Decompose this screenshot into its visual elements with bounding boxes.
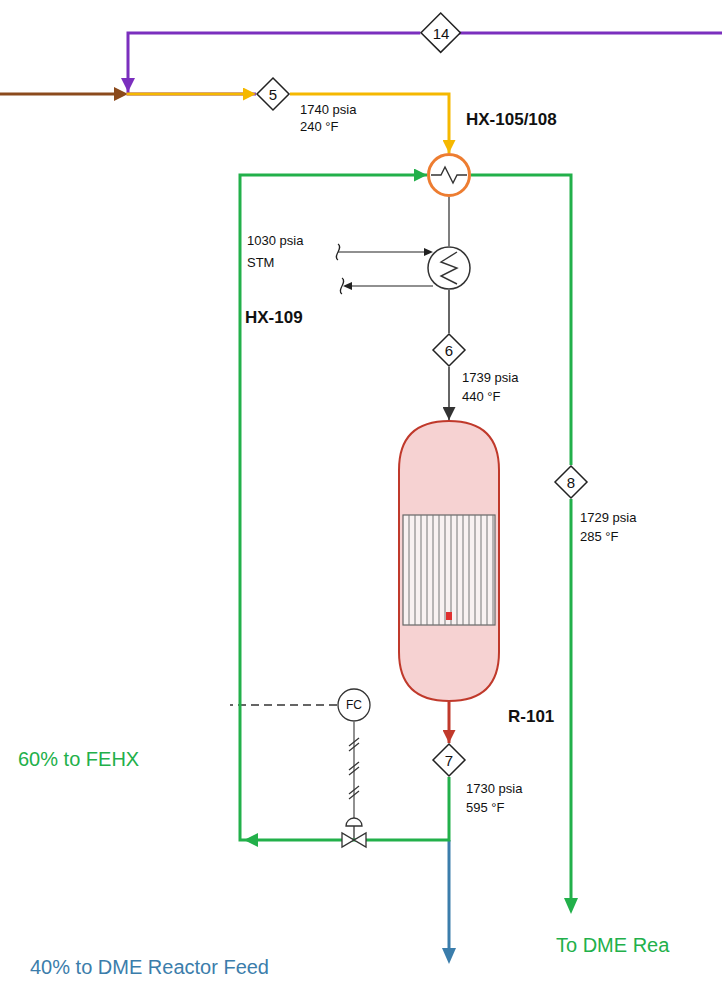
arrow-head [442,948,456,964]
stream-number: 7 [432,743,466,777]
feed-line [0,93,118,96]
stream-number: 5 [256,77,290,111]
stream-condition: 1729 psia [580,511,636,526]
flow-controller: FC [337,688,371,722]
steam-outlet [350,285,433,286]
flow-connector [290,94,449,153]
flow-note: 40% to DME Reactor Feed [30,956,269,979]
reactor-shape [398,420,500,702]
equipment-tag: HX-105/108 [466,111,557,130]
stream-number: 8 [554,465,588,499]
heat-exchanger-shape [427,153,471,197]
product-line [570,499,573,900]
arrow-head [564,898,578,914]
recycle-line [458,32,722,35]
stream-condition: 1739 psia [462,371,518,386]
arrow-head [424,248,433,256]
split-line [448,840,451,950]
stream-number: 8 [567,475,575,490]
equipment-tag: R-101 [508,708,554,727]
heat-exchanger: HX-105/108 [427,153,471,197]
stream-number: 14 [420,12,461,53]
steam-heater: HX-109 [427,246,471,290]
signal-line [230,704,337,705]
valve-stem [353,826,354,840]
stream-number: 5 [269,87,277,102]
arrow-head [343,282,352,290]
signal-hatch [349,738,359,799]
flow-connector [448,702,451,743]
stream-condition: 1740 psia [300,103,356,118]
valve-actuator [346,818,362,826]
flow-connector [448,367,450,420]
controller-tag: FC [346,699,362,711]
flow-note: 60% to FEHX [18,748,139,771]
arrow-head [121,78,135,92]
arrow-head [114,87,128,101]
stream-condition: 595 °F [466,801,504,816]
stream-number: 6 [432,333,466,367]
stream-condition: 1730 psia [466,782,522,797]
stream-number: 7 [445,753,453,768]
valve-symbol [342,833,366,847]
flow-connector [471,175,571,465]
flow-connector [448,290,450,333]
flow-connector [448,197,450,246]
feed-line [127,93,245,96]
steam-heater-shape [427,246,471,290]
stream-condition: 1030 psia [247,234,303,249]
steam-inlet [338,251,426,252]
stream-number: 14 [433,26,450,41]
arrow-head [244,833,258,847]
stream-condition: 240 °F [300,120,338,135]
flow-note: To DME Rea [556,934,669,957]
stream-condition: STM [247,256,274,271]
equipment-tag: HX-109 [245,309,303,328]
stream-condition: 440 °F [462,390,500,405]
stream-condition: 285 °F [580,530,618,545]
stream-number: 6 [445,343,453,358]
reactor: R-101 [398,420,500,702]
